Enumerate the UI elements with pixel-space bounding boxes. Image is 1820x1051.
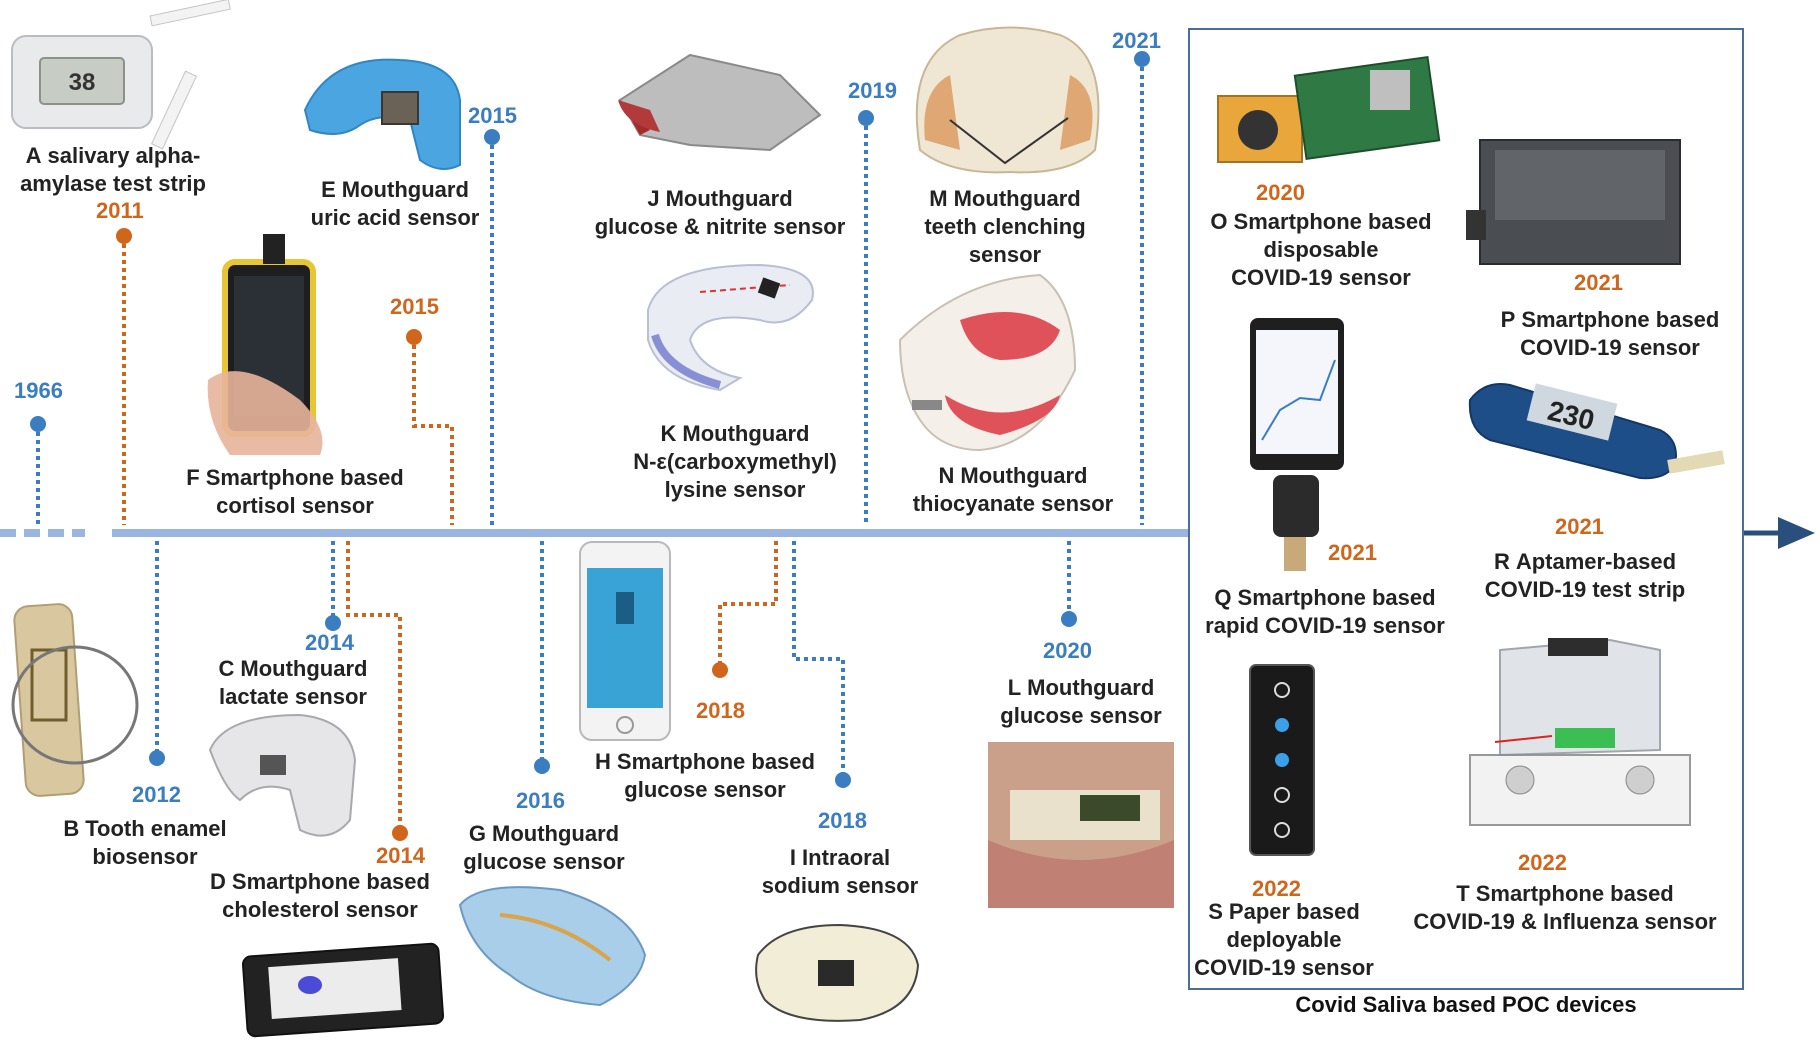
image-dental-retainer [915, 26, 1100, 174]
image-blue-mouthguard [303, 58, 461, 170]
year-label-e: 2015 [468, 103, 517, 128]
svg-text:38: 38 [69, 69, 96, 96]
image-tooth-enamel-sensor [11, 603, 139, 797]
node-2014-c [325, 615, 341, 631]
node-2016 [534, 758, 550, 774]
year-label-a: 2011 [96, 198, 144, 223]
year-label-s: 2022 [1252, 876, 1301, 901]
image-clear-mouthguard [458, 886, 647, 1007]
node-2014-d [392, 825, 408, 841]
image-mouthguard [208, 713, 357, 837]
year-label-m: 2021 [1112, 28, 1161, 53]
node-1966 [30, 416, 46, 432]
image-circuit-board [1217, 55, 1441, 163]
node-2011 [116, 228, 132, 244]
year-label-o: 2020 [1256, 180, 1305, 205]
node-2018-i [835, 772, 851, 788]
node-2015-f [406, 329, 422, 345]
year-label-c: 2014 [305, 630, 354, 655]
covid-devices-box [1188, 28, 1744, 990]
node-2019 [858, 110, 874, 126]
node-2020 [1061, 611, 1077, 627]
image-handheld-smartphone [207, 234, 323, 455]
image-teeth-sensor-photo [988, 742, 1174, 908]
year-label-f: 2015 [390, 294, 439, 319]
year-label-1966: 1966 [14, 378, 63, 403]
year-label-b: 2012 [132, 782, 181, 807]
year-label-r: 2021 [1555, 514, 1604, 539]
image-smartphone-dongle [1250, 318, 1344, 571]
image-smartphone-app [579, 541, 671, 741]
image-clear-aligner [647, 263, 814, 392]
node-2012 [149, 750, 165, 766]
year-label-j: 2019 [848, 78, 897, 103]
year-label-g: 2016 [516, 788, 565, 813]
year-label-i: 2018 [818, 808, 867, 833]
covid-box-caption: Covid Saliva based POC devices [1295, 992, 1637, 1017]
year-label-p: 2021 [1574, 270, 1623, 295]
image-intraoral-patch [755, 923, 920, 1022]
year-label-d: 2014 [376, 843, 425, 868]
year-label-h: 2018 [696, 698, 745, 723]
image-smartphone-cholesterol [241, 942, 445, 1038]
image-denture-model [898, 273, 1077, 452]
year-label-t: 2022 [1518, 850, 1567, 875]
image-paper-strip [1249, 664, 1315, 856]
image-glucometer-strip: 230 [1468, 383, 1725, 480]
node-2018-h [712, 662, 728, 678]
image-black-enclosure [1466, 139, 1681, 265]
image-mouthguard-3d [618, 53, 822, 152]
node-2021 [1134, 51, 1150, 67]
year-label-l: 2020 [1043, 638, 1092, 663]
image-test-strip-reader: 38 [11, 0, 231, 150]
node-2015-e [484, 129, 500, 145]
axis-arrow-head [1778, 517, 1815, 549]
image-device-3d-model [1469, 638, 1691, 826]
year-label-q: 2021 [1328, 540, 1377, 565]
